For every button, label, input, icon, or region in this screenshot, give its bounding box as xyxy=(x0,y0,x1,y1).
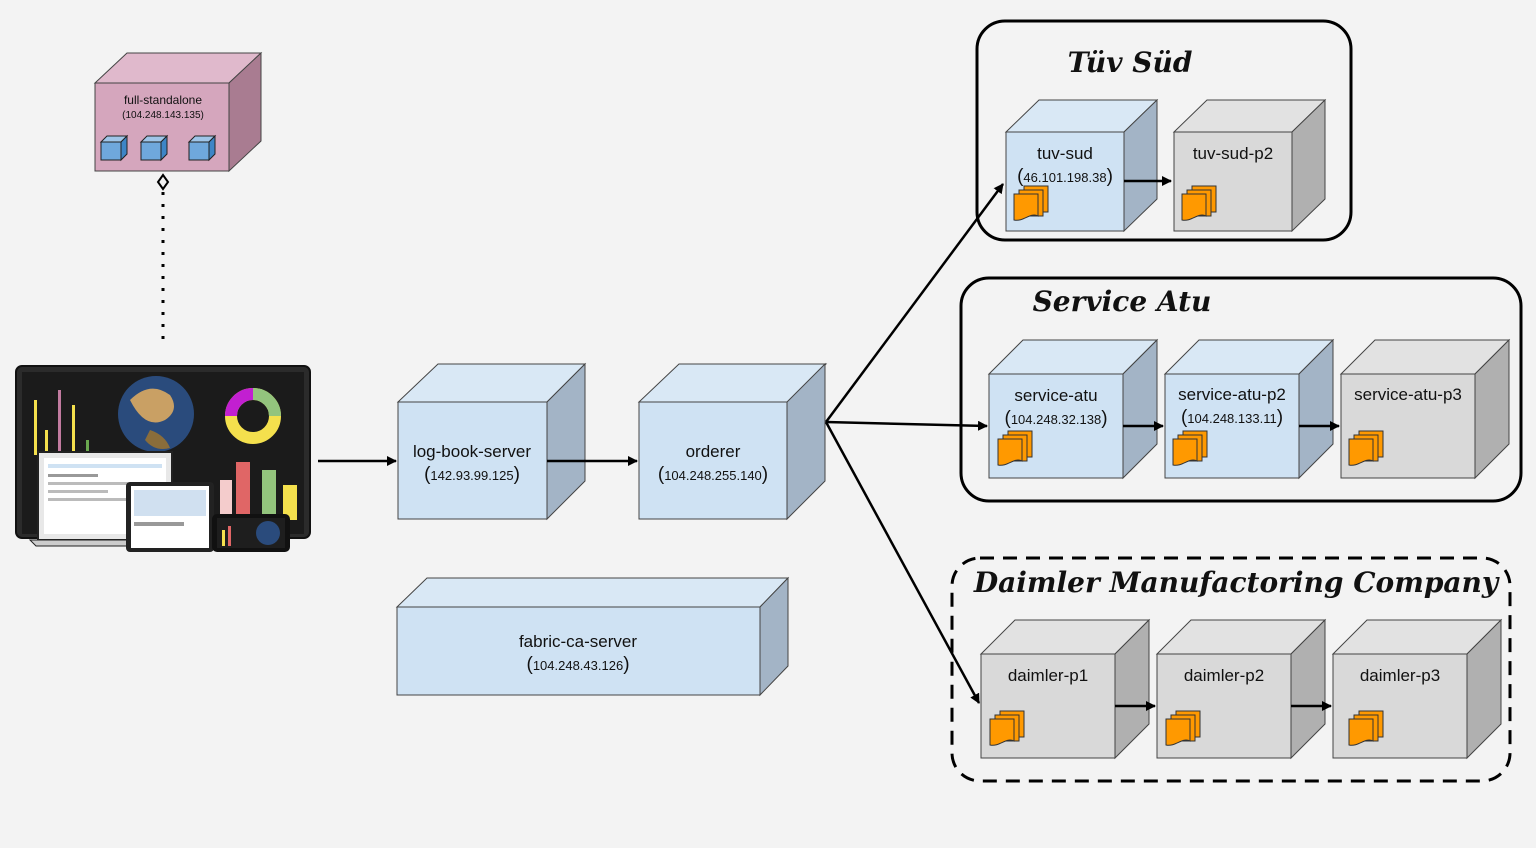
tuv-sud-ip: 46.101.198.38 xyxy=(1023,170,1106,185)
service-atu-p2-node: service-atu-p2 (104.248.133.11) xyxy=(1163,338,1335,480)
ledger-docs-icon xyxy=(1172,430,1208,466)
svg-text:(104.248.133.11): (104.248.133.11) xyxy=(1181,407,1283,428)
svg-text:(104.248.255.140): (104.248.255.140) xyxy=(658,464,768,485)
fabric-ca-server-node: fabric-ca-server (104.248.43.126) xyxy=(395,576,790,697)
service-atu-p2-ip: 104.248.133.11 xyxy=(1187,411,1276,426)
group-title-service-atu: Service Atu xyxy=(1033,285,1212,318)
daimler-p3-node: daimler-p3 xyxy=(1331,618,1503,760)
log-book-server-node: log-book-server (142.93.99.125) xyxy=(396,362,587,521)
container-cube-icon xyxy=(140,135,168,161)
service-atu-p3-node: service-atu-p3 xyxy=(1339,338,1511,480)
tuv-sud-name: tuv-sud xyxy=(1037,144,1093,163)
standalone-name: full-standalone xyxy=(124,93,202,107)
service-atu-ip: 104.248.32.138 xyxy=(1011,412,1101,427)
daimler-p1-name: daimler-p1 xyxy=(1008,666,1088,685)
ledger-docs-icon xyxy=(989,710,1025,746)
ledger-docs-icon xyxy=(1165,710,1201,746)
container-cube-icon xyxy=(100,135,128,161)
service-atu-p3-name: service-atu-p3 xyxy=(1354,385,1462,404)
tuv-sud-node: tuv-sud (46.101.198.38) xyxy=(1004,98,1159,233)
svg-text:(104.248.43.126): (104.248.43.126) xyxy=(526,654,629,675)
service-atu-node: service-atu (104.248.32.138) xyxy=(987,338,1159,480)
svg-text:(104.248.32.138): (104.248.32.138) xyxy=(1004,408,1107,429)
ledger-docs-icon xyxy=(997,430,1033,466)
ledger-docs-icon xyxy=(1348,710,1384,746)
fabric-ca-server-name: fabric-ca-server xyxy=(519,632,637,651)
orderer-name: orderer xyxy=(686,442,741,461)
daimler-p3-name: daimler-p3 xyxy=(1360,666,1440,685)
standalone-connector xyxy=(156,173,170,191)
group-title-tuv-sud: Tüv Süd xyxy=(1068,46,1193,79)
dashboard-devices-icon xyxy=(15,365,311,552)
daimler-p2-name: daimler-p2 xyxy=(1184,666,1264,685)
arrow-orderer-to-service-atu xyxy=(825,420,988,431)
daimler-p2-node: daimler-p2 xyxy=(1155,618,1327,760)
ledger-docs-icon xyxy=(1348,430,1384,466)
standalone-ip: (104.248.143.135) xyxy=(122,110,204,121)
container-cube-icon xyxy=(188,135,216,161)
standalone-node: full-standalone (104.248.143.135) xyxy=(93,51,263,173)
ledger-docs-icon xyxy=(1181,185,1217,221)
service-atu-name: service-atu xyxy=(1014,386,1097,405)
daimler-p1-node: daimler-p1 xyxy=(979,618,1151,760)
log-book-server-ip: 142.93.99.125 xyxy=(430,468,513,483)
ledger-docs-icon xyxy=(1013,185,1049,221)
orderer-ip: 104.248.255.140 xyxy=(664,468,762,483)
fabric-ca-server-ip: 104.248.43.126 xyxy=(533,658,623,673)
group-title-daimler: Daimler Manufactoring Company xyxy=(973,566,1500,599)
svg-text:(46.101.198.38): (46.101.198.38) xyxy=(1017,166,1113,187)
arrow-orderer-to-tuv-sud xyxy=(824,183,1005,423)
tuv-sud-p2-name: tuv-sud-p2 xyxy=(1193,144,1273,163)
service-atu-p2-name: service-atu-p2 xyxy=(1178,385,1286,404)
log-book-server-name: log-book-server xyxy=(413,442,531,461)
orderer-node: orderer (104.248.255.140) xyxy=(637,362,828,521)
arrow-orderer-to-daimler xyxy=(824,421,981,704)
tuv-sud-p2-node: tuv-sud-p2 xyxy=(1172,98,1327,233)
svg-text:(142.93.99.125): (142.93.99.125) xyxy=(424,464,520,485)
